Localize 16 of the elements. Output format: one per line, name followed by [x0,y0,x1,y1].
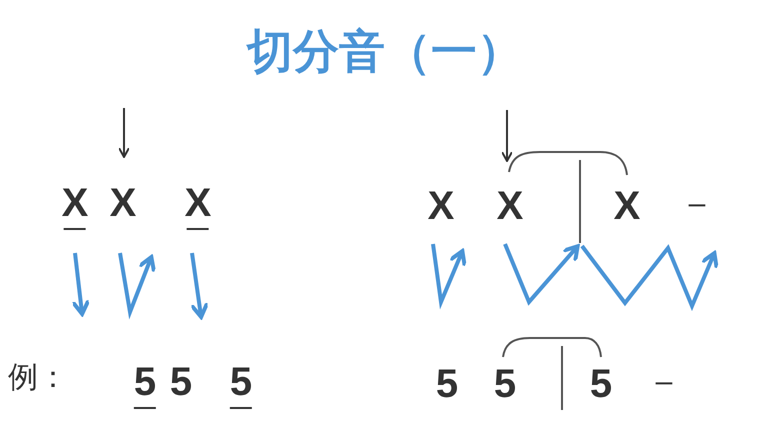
rhythm-note: 5 [436,364,458,404]
rhythm-note: 5 [590,364,612,404]
rhythm-note: X [110,183,136,223]
rhythm-note: X [62,183,88,223]
rhythm-note: X [496,186,524,226]
rhythm-note: X [184,183,212,223]
extension-dash: – [688,189,706,219]
rhythm-note: 5 [494,364,516,404]
rhythm-note: 5 [230,362,252,402]
title: 切分音（一） [245,28,524,74]
rhythm-note: X [614,186,640,226]
rhythm-note: 5 [134,362,156,402]
rhythm-note: X [428,186,454,226]
extension-dash: – [656,367,672,397]
rhythm-note: 5 [170,362,192,402]
example-label: 例： [8,363,68,393]
